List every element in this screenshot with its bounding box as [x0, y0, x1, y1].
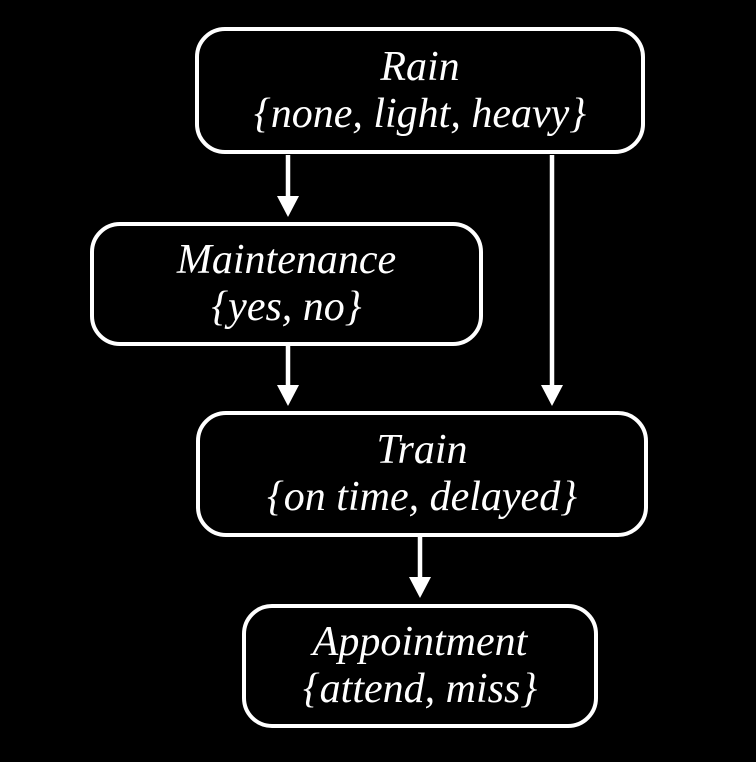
node-maintenance: Maintenance {yes, no} — [90, 222, 483, 346]
node-train-values: {on time, delayed} — [267, 474, 577, 520]
edge-rain-to-train-arrow — [541, 155, 563, 406]
edge-train-to-appointment-arrow — [409, 537, 431, 598]
node-rain-values: {none, light, heavy} — [253, 90, 587, 137]
node-rain: Rain {none, light, heavy} — [195, 27, 645, 154]
node-maintenance-label: Maintenance — [176, 237, 397, 283]
node-train: Train {on time, delayed} — [196, 411, 648, 537]
node-appointment-values: {attend, miss} — [302, 666, 538, 712]
node-rain-label: Rain — [380, 43, 460, 90]
node-appointment: Appointment {attend, miss} — [242, 604, 598, 728]
edge-rain-to-maintenance-arrow — [277, 155, 299, 217]
node-maintenance-values: {yes, no} — [211, 284, 362, 330]
node-appointment-label: Appointment — [312, 619, 528, 665]
edge-maintenance-to-train-arrow — [277, 345, 299, 406]
node-train-label: Train — [376, 427, 468, 473]
